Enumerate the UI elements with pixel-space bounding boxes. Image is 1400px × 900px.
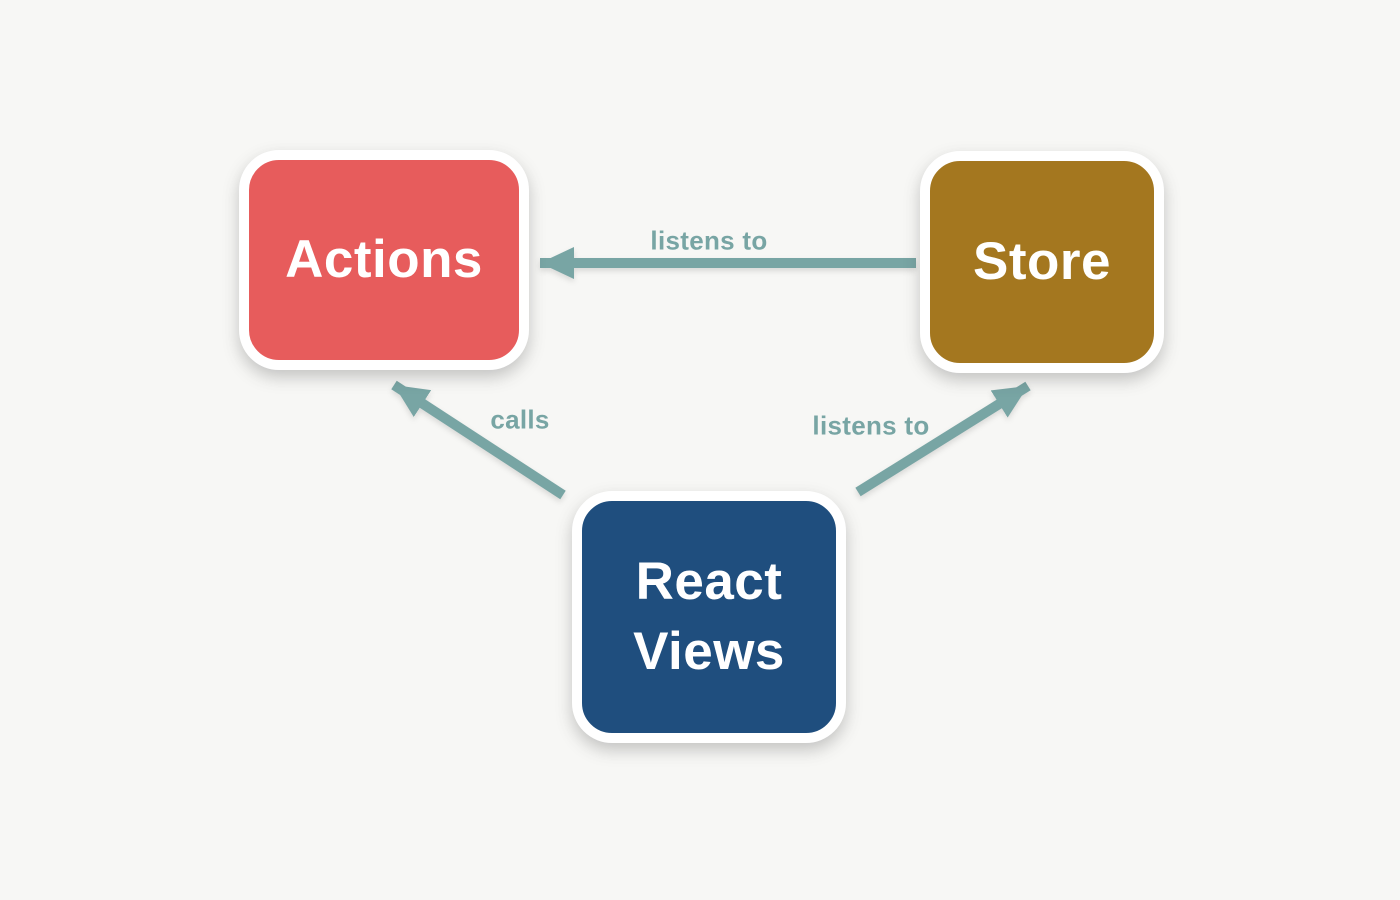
node-actions: Actions	[239, 150, 529, 370]
arrow-react-views-to-store	[855, 381, 1031, 497]
node-react-views-label: React Views	[633, 551, 785, 681]
edge-label-views-listens-to: listens to	[812, 410, 930, 441]
node-actions-label: Actions	[285, 229, 483, 289]
node-react-views: React Views	[572, 491, 846, 743]
edge-label-calls: calls	[490, 404, 550, 435]
arrow-react-views-to-actions	[391, 380, 566, 500]
edge-label-store-listens-to: listens to	[650, 225, 768, 256]
node-store-label: Store	[973, 231, 1111, 291]
node-store: Store	[920, 151, 1164, 373]
